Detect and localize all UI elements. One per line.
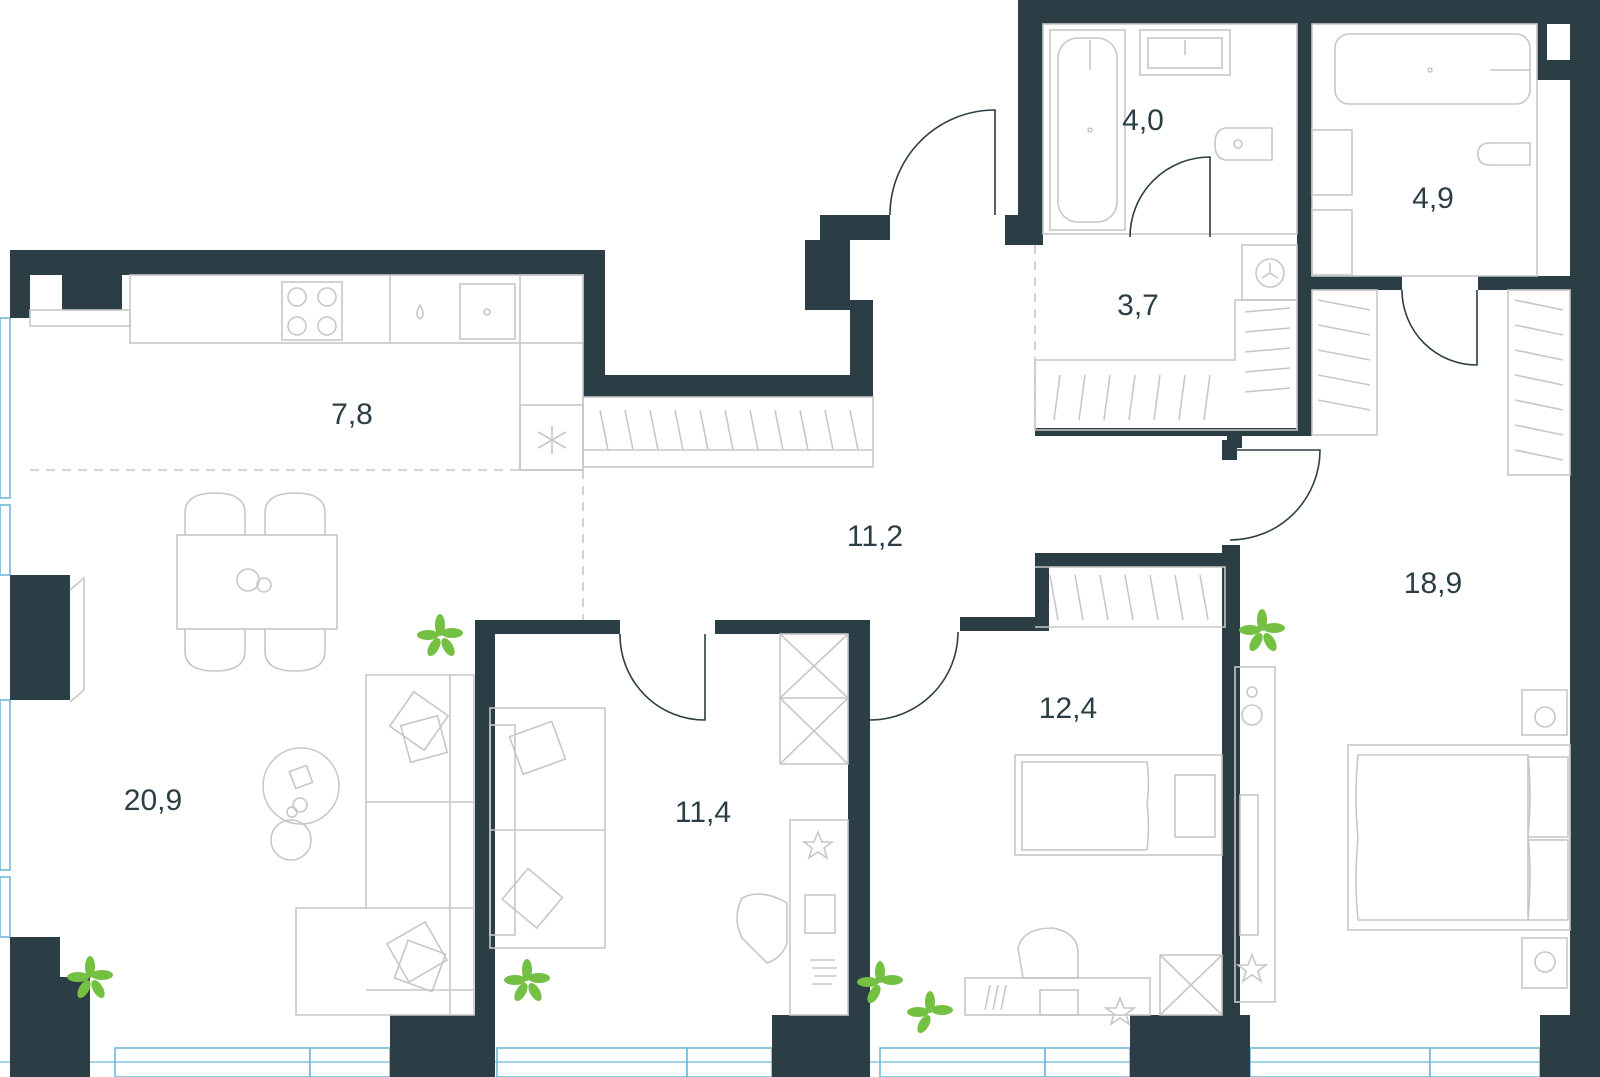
desk-chair — [736, 893, 788, 964]
side-table — [270, 819, 312, 861]
kitchen-counter — [29, 274, 874, 471]
laundry-area-label: 3,7 — [1117, 289, 1159, 322]
plant-icon — [1239, 609, 1285, 652]
kitchen-sink-icon — [459, 283, 516, 340]
star-lamp-icon — [801, 829, 835, 860]
plant-icon — [857, 961, 903, 1004]
nightstand — [1521, 937, 1568, 989]
plant-icon — [417, 614, 463, 657]
double-bed — [1347, 744, 1571, 931]
laundry-fixtures — [1034, 244, 1298, 431]
bath-1-area-label: 4,0 — [1122, 104, 1164, 137]
living-sofa — [262, 674, 475, 1016]
washbasin — [1139, 29, 1231, 76]
washbasin — [1311, 209, 1353, 276]
desk — [789, 819, 849, 1016]
desk-chair — [1017, 927, 1079, 979]
door-bathroom-2[interactable] — [1401, 289, 1478, 366]
doors — [619, 109, 1478, 721]
bedroom-1-furniture — [489, 633, 849, 1016]
dining-set — [176, 492, 338, 672]
bathtub — [1049, 29, 1126, 231]
area-labels: 7,8 20,9 11,2 4,0 4,9 3,7 11,4 12,4 18,9 — [124, 104, 1462, 829]
wardrobe — [1159, 954, 1223, 1016]
water-drop-icon — [416, 303, 424, 320]
dresser — [1234, 666, 1276, 1003]
single-bed — [1014, 754, 1223, 856]
window-left-4 — [0, 876, 11, 938]
sofa-bed — [489, 707, 606, 949]
toilet-icon — [1214, 127, 1273, 161]
door-entrance[interactable] — [889, 109, 996, 216]
chair — [184, 492, 246, 535]
tv-icon — [69, 576, 85, 703]
dining-table — [176, 534, 338, 630]
master-bedroom-furniture — [1234, 289, 1571, 1003]
chair — [264, 629, 326, 672]
wardrobe — [779, 633, 849, 765]
walls — [10, 0, 1600, 1077]
window-left-3 — [0, 699, 11, 871]
wardrobe — [1507, 289, 1571, 476]
chair — [184, 629, 246, 672]
hall-area-label: 11,2 — [847, 520, 903, 553]
master-bedroom-area-label: 18,9 — [1404, 567, 1462, 600]
chair — [264, 492, 326, 535]
washbasin — [1311, 129, 1353, 196]
star-lamp-icon — [1235, 952, 1269, 983]
bedroom-1-area-label: 11,4 — [675, 796, 731, 829]
bedroom-2-furniture — [964, 566, 1226, 1026]
zone-dividers — [30, 245, 1036, 620]
door-bedroom-1[interactable] — [619, 633, 706, 721]
wardrobe-hatch — [599, 409, 859, 451]
bathroom-1-fixtures — [1042, 23, 1298, 235]
plant-icon — [504, 959, 550, 1002]
toilet-icon — [1477, 142, 1531, 166]
coffee-table — [262, 747, 340, 825]
bedroom-2-area-label: 12,4 — [1039, 692, 1097, 725]
plants — [67, 609, 1285, 1034]
bathroom-2-fixtures — [1311, 23, 1538, 277]
cooktop-icon — [281, 281, 343, 341]
window-left-1 — [0, 317, 11, 499]
door-bedroom-2[interactable] — [869, 631, 959, 721]
door-master[interactable] — [1229, 449, 1321, 541]
plant-icon — [907, 991, 953, 1034]
nightstand — [1521, 689, 1568, 736]
door-bathroom-1[interactable] — [1129, 156, 1211, 238]
vent-icon — [537, 426, 567, 454]
plant-icon — [67, 956, 113, 999]
living-area-label: 20,9 — [124, 784, 182, 817]
kitchen-area-label: 7,8 — [331, 398, 373, 431]
bath-2-area-label: 4,9 — [1412, 182, 1454, 215]
window-left-2 — [0, 504, 11, 576]
star-lamp-icon — [1103, 995, 1137, 1026]
bathtub — [1334, 33, 1531, 105]
